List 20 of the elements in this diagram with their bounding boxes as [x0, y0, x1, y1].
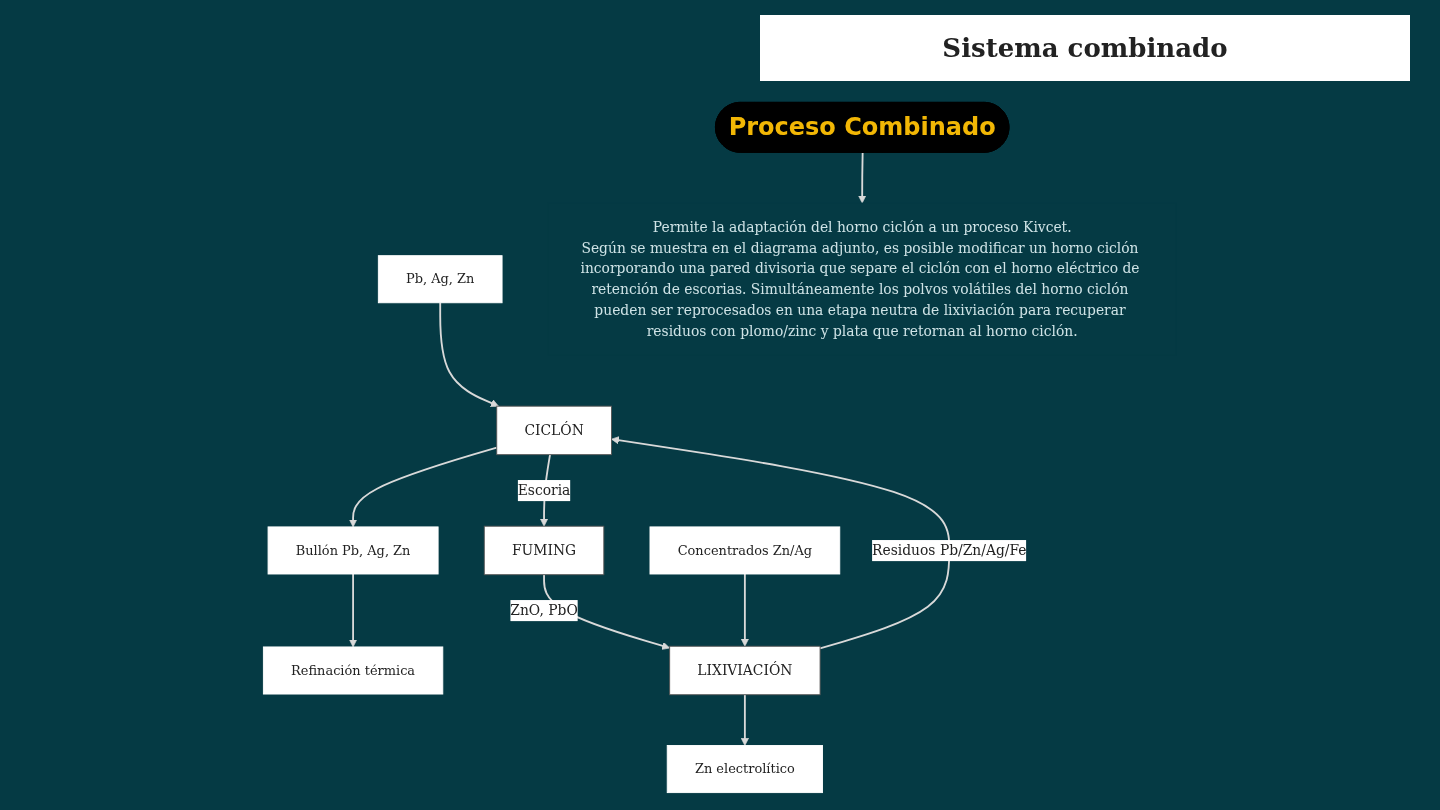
edge-label: ZnO, PbO [510, 601, 578, 619]
node-box: Refinación térmica [263, 646, 444, 695]
node-box: FUMING [484, 525, 605, 576]
node-box: CICLÓN [496, 405, 613, 456]
node-text: Permite la adaptación del horno ciclón a un proceso Kivcet. Según se muestra en el diagrama adjunto, es posible modificar un horno ciclón incorporando una pared divisoria que separe el ciclón con el horno eléctrico de retención de escorias. Simultáneamente los polvos volátiles del horno ciclón pueden ser reprocesados en una etapa neutra de lixiviación para recuperar residuos con plomo/zinc y plata que retornan al horno ciclón. [580, 218, 1140, 340]
edge-label: Escoria [517, 481, 571, 499]
arrow [349, 446, 498, 528]
node-box: Concentrados Zn/Ag [649, 526, 841, 575]
title-banner: Sistema combinado [760, 15, 1410, 81]
arrow [858, 151, 867, 204]
node-box: Pb, Ag, Zn [378, 255, 503, 304]
arrow [439, 301, 500, 407]
node-box: Bullón Pb, Ag, Zn [267, 526, 439, 575]
arrow [741, 573, 750, 647]
node-box: LIXIVIACIÓN [669, 645, 821, 696]
edge-label: Residuos Pb/Zn/Ag/Fe [872, 541, 1027, 559]
arrow [611, 436, 951, 650]
node-box: Zn electrolítico [667, 745, 824, 794]
arrow [741, 693, 750, 746]
arrow [349, 573, 358, 648]
